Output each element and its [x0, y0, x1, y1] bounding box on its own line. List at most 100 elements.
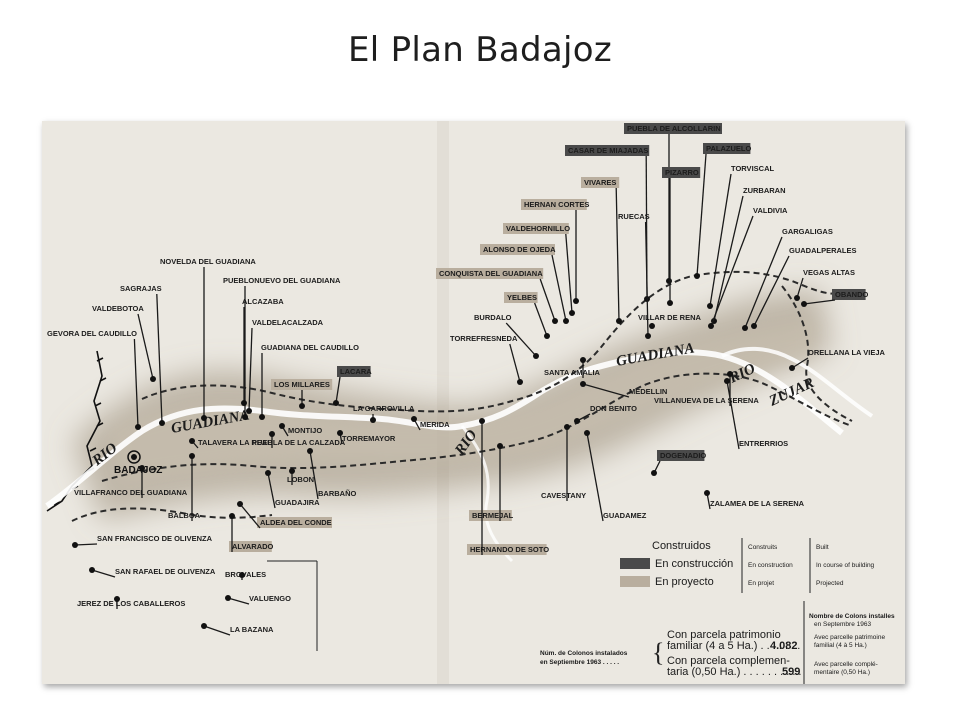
- svg-text:{: {: [652, 638, 664, 667]
- place-yelbes[interactable]: YELBES: [504, 292, 550, 339]
- place-millares[interactable]: LOS MILLARES: [271, 379, 333, 409]
- place-palazuelo[interactable]: PALAZUELO: [694, 143, 751, 279]
- place-jerez[interactable]: JEREZ DE LOS CABALLEROS: [77, 596, 185, 609]
- place-vegas_altas[interactable]: VEGAS ALTAS: [794, 268, 855, 301]
- place-guadamez[interactable]: GUADAMEZ: [584, 430, 647, 522]
- place-label: GUADAJIRA: [275, 498, 320, 507]
- place-montijo[interactable]: MONTIJO: [279, 423, 322, 437]
- place-torremayor[interactable]: TORREMAYOR: [337, 430, 396, 445]
- place-label: SAN FRANCISCO DE OLIVENZA: [97, 534, 213, 543]
- place-barbano[interactable]: BARBAÑO: [307, 448, 356, 500]
- place-cavestany[interactable]: CAVESTANY: [541, 424, 586, 501]
- place-leader-line: [565, 233, 573, 314]
- legend-built-es: Construidos: [652, 540, 711, 552]
- place-valdelacalzada[interactable]: VALDELACALZADA: [246, 318, 324, 414]
- place-leader-line: [309, 450, 319, 500]
- place-vilar_rena[interactable]: VILLAR DE RENA: [638, 313, 702, 329]
- place-guadiana_caudillo[interactable]: GUADIANA DEL CAUDILLO: [259, 343, 359, 420]
- place-garrovilla[interactable]: LA GARROVILLA: [353, 404, 415, 423]
- place-status-box: [521, 199, 587, 210]
- place-torviscal[interactable]: TORVISCAL: [707, 164, 774, 309]
- slide-title: El Plan Badajoz: [347, 30, 613, 70]
- place-dot: [707, 303, 713, 309]
- place-dot: [704, 490, 710, 496]
- place-talavera[interactable]: TALAVERA LA REAL: [189, 438, 272, 449]
- place-dot: [727, 371, 733, 377]
- legend-construction-es: En construcción: [655, 558, 733, 570]
- place-leader-line: [713, 195, 744, 322]
- place-vivares[interactable]: VIVARES: [581, 177, 622, 324]
- place-label: GUADAMEZ: [603, 511, 647, 520]
- place-sr_olivenza[interactable]: SAN RAFAEL DE OLIVENZA: [89, 567, 216, 578]
- place-villafranco[interactable]: VILLAFRANCO DEL GUADIANA: [74, 465, 188, 498]
- place-guadajira[interactable]: GUADAJIRA: [265, 470, 320, 509]
- place-valdehornillo[interactable]: VALDEHORNILLO: [503, 223, 575, 316]
- colonos-row1-a: Con parcela patrimonio: [667, 629, 781, 641]
- place-balboa[interactable]: BALBOA: [168, 453, 201, 521]
- place-hernan_cortes[interactable]: HERNAN CORTES: [521, 199, 589, 304]
- place-medellin[interactable]: MEDELLIN: [580, 381, 667, 398]
- place-label: LOS MILLARES: [274, 380, 330, 389]
- place-sf_olivenza[interactable]: SAN FRANCISCO DE OLIVENZA: [72, 534, 213, 548]
- place-dot: [333, 400, 339, 406]
- place-leader-line: [744, 236, 783, 329]
- place-dot: [580, 381, 586, 387]
- place-gargaligas[interactable]: GARGALIGAS: [742, 227, 833, 331]
- place-hernando_soto[interactable]: HERNANDO DE SOTO: [467, 418, 549, 555]
- place-pizarro[interactable]: PIZARRO: [662, 167, 701, 306]
- place-gevora[interactable]: GEVORA DEL CAUDILLO: [47, 329, 141, 430]
- place-status-box: [832, 289, 866, 300]
- southwest-lines: [267, 560, 318, 651]
- colonos-row2-b: taria (0,50 Ha.) . . . . . . . . . .: [667, 666, 802, 678]
- place-ruecas[interactable]: RUECAS: [618, 212, 651, 339]
- place-merida[interactable]: MERIDA: [411, 416, 450, 431]
- place-novelda[interactable]: NOVELDA DEL GUADIANA: [160, 257, 256, 421]
- place-label: SANTA AMALIA: [544, 368, 601, 377]
- place-valdivia[interactable]: VALDIVIA: [708, 206, 788, 329]
- place-don_benito[interactable]: DON BENITO: [574, 404, 637, 424]
- place-alvarado[interactable]: ALVARADO: [229, 513, 274, 552]
- place-label: ALDEA DEL CONDE: [260, 518, 332, 527]
- place-dot: [479, 418, 485, 424]
- place-dot: [135, 424, 141, 430]
- place-label: SAN RAFAEL DE OLIVENZA: [115, 567, 216, 576]
- place-status-box: [436, 268, 544, 279]
- place-sagrajas[interactable]: SAGRAJAS: [120, 284, 165, 426]
- place-dot: [114, 596, 120, 602]
- place-zalamea[interactable]: ZALAMEA DE LA SERENA: [704, 490, 805, 510]
- place-conquista[interactable]: CONQUISTA DEL GUADIANA: [436, 268, 558, 324]
- place-santa_amalia[interactable]: SANTA AMALIA: [544, 357, 601, 378]
- place-label: CONQUISTA DEL GUADIANA: [439, 269, 543, 278]
- badajoz-city[interactable]: BADAJOZ: [114, 450, 162, 476]
- place-torrefresneda[interactable]: TORREFRESNEDA: [450, 334, 523, 385]
- place-entrerrios[interactable]: ENTRERRIOS: [724, 378, 788, 450]
- place-guadalperales[interactable]: GUADALPERALES: [751, 246, 857, 329]
- place-pueblonuevo[interactable]: PUEBLONUEVO DEL GUADIANA: [223, 276, 341, 420]
- place-obando[interactable]: OBANDO: [801, 289, 868, 307]
- place-dot: [289, 468, 295, 474]
- place-label: MEDELLIN: [629, 387, 667, 396]
- irrigation-canal-southwest: [71, 507, 273, 522]
- place-brovales[interactable]: BROVALES: [225, 570, 266, 580]
- place-dogenadio[interactable]: DOGENADIO: [651, 450, 706, 476]
- place-bermejal[interactable]: BERMEJAL: [469, 443, 514, 521]
- place-valuengo[interactable]: VALUENGO: [225, 594, 291, 605]
- place-label: JEREZ DE LOS CABALLEROS: [77, 599, 185, 608]
- place-bazana[interactable]: LA BAZANA: [201, 623, 274, 636]
- place-burdalo[interactable]: BURDALO: [474, 313, 539, 359]
- place-label: ALONSO DE OJEDA: [483, 245, 556, 254]
- place-puebla_calzada[interactable]: PUEBLA DE LA CALZADA: [252, 431, 346, 448]
- place-aldea_conde[interactable]: ALDEA DEL CONDE: [237, 501, 332, 529]
- legend-built-fr: Construits: [748, 544, 778, 551]
- place-dot: [497, 443, 503, 449]
- place-alcazaba[interactable]: ALCAZABA: [241, 297, 284, 406]
- place-valdebotoa[interactable]: VALDEBOTOA: [92, 304, 156, 382]
- place-lobon[interactable]: LOBON: [287, 468, 314, 485]
- place-orellana[interactable]: ORELLANA LA VIEJA: [789, 348, 886, 371]
- colonos-fr-title-1: Nombre de Colons installes: [809, 613, 895, 620]
- place-leader-line: [539, 278, 556, 322]
- place-alonso_ojeda[interactable]: ALONSO DE OJEDA: [480, 244, 569, 324]
- place-lacara[interactable]: LACARA: [333, 366, 372, 406]
- place-status-box: [467, 544, 547, 555]
